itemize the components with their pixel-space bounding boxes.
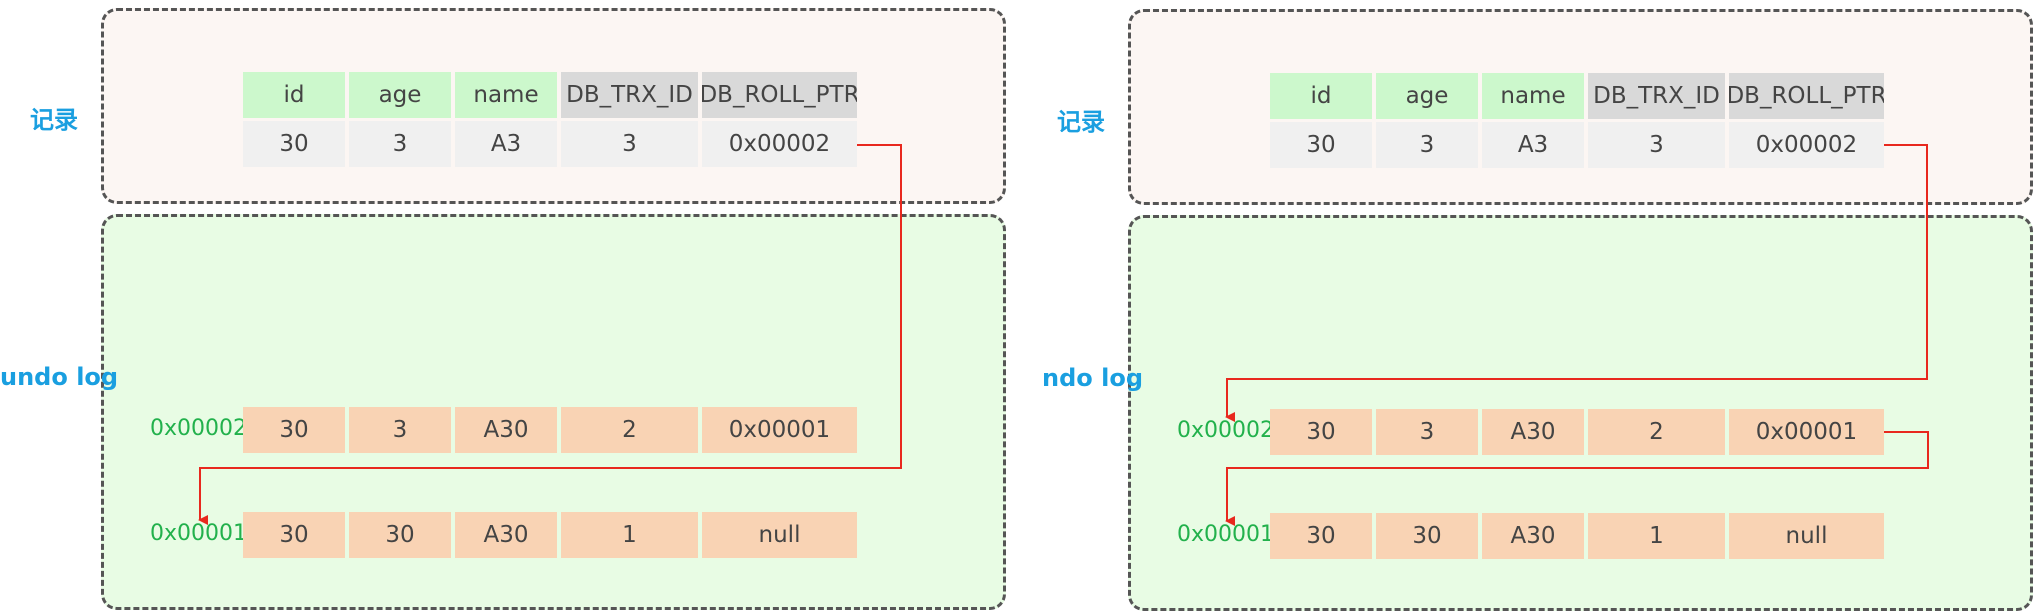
right-record-label: 记录	[1057, 108, 1105, 136]
left-undo2-trx-id: 1	[561, 512, 698, 558]
left-record-to-undo2-arrow	[198, 144, 902, 525]
right-record-trx-id: 3	[1588, 122, 1725, 168]
right-undo-label: ndo log	[1042, 364, 1144, 392]
right-header-name: name	[1482, 73, 1584, 119]
left-record-label: 记录	[30, 106, 78, 134]
left-undo2-id: 30	[243, 512, 345, 558]
left-undo1-id: 30	[243, 407, 345, 453]
right-undo-addr-1: 0x00002	[1177, 418, 1275, 443]
right-header-db-roll-ptr: DB_ROLL_PTR	[1729, 73, 1884, 119]
left-undo-label: undo log	[0, 363, 119, 391]
right-record-id: 30	[1270, 122, 1372, 168]
left-header-age: age	[349, 72, 451, 118]
left-record-name: A3	[455, 121, 557, 167]
left-undo-addr-1: 0x00002	[150, 416, 248, 441]
right-header-age: age	[1376, 73, 1478, 119]
right-undo1-age: 3	[1376, 409, 1478, 455]
right-record-roll-ptr: 0x00002	[1729, 122, 1884, 168]
right-undo1-name: A30	[1482, 409, 1584, 455]
right-undo2-trx-id: 1	[1588, 513, 1725, 559]
right-undo2-roll-ptr: null	[1729, 513, 1884, 559]
left-undo1-trx-id: 2	[561, 407, 698, 453]
right-undo2-id: 30	[1270, 513, 1372, 559]
left-undo1-roll-ptr: 0x00001	[702, 407, 857, 453]
right-record-to-undo1-arrow	[1225, 144, 1928, 422]
left-header-id: id	[243, 72, 345, 118]
right-header-id: id	[1270, 73, 1372, 119]
right-header-db-trx-id: DB_TRX_ID	[1588, 73, 1725, 119]
right-undo1-trx-id: 2	[1588, 409, 1725, 455]
left-header-db-trx-id: DB_TRX_ID	[561, 72, 698, 118]
right-undo1-to-undo2-arrow	[1225, 431, 1929, 526]
left-header-db-roll-ptr: DB_ROLL_PTR	[702, 72, 857, 118]
right-undo1-roll-ptr: 0x00001	[1729, 409, 1884, 455]
left-undo-addr-2: 0x00001	[150, 521, 248, 546]
right-undo1-id: 30	[1270, 409, 1372, 455]
left-undo2-age: 30	[349, 512, 451, 558]
left-record-age: 3	[349, 121, 451, 167]
left-record-roll-ptr: 0x00002	[702, 121, 857, 167]
left-record-trx-id: 3	[561, 121, 698, 167]
right-undo2-name: A30	[1482, 513, 1584, 559]
left-undo2-name: A30	[455, 512, 557, 558]
left-undo1-name: A30	[455, 407, 557, 453]
left-header-name: name	[455, 72, 557, 118]
right-undo2-age: 30	[1376, 513, 1478, 559]
left-record-id: 30	[243, 121, 345, 167]
right-undo-addr-2: 0x00001	[1177, 522, 1275, 547]
left-undo2-roll-ptr: null	[702, 512, 857, 558]
right-record-age: 3	[1376, 122, 1478, 168]
left-undo1-age: 3	[349, 407, 451, 453]
right-record-name: A3	[1482, 122, 1584, 168]
